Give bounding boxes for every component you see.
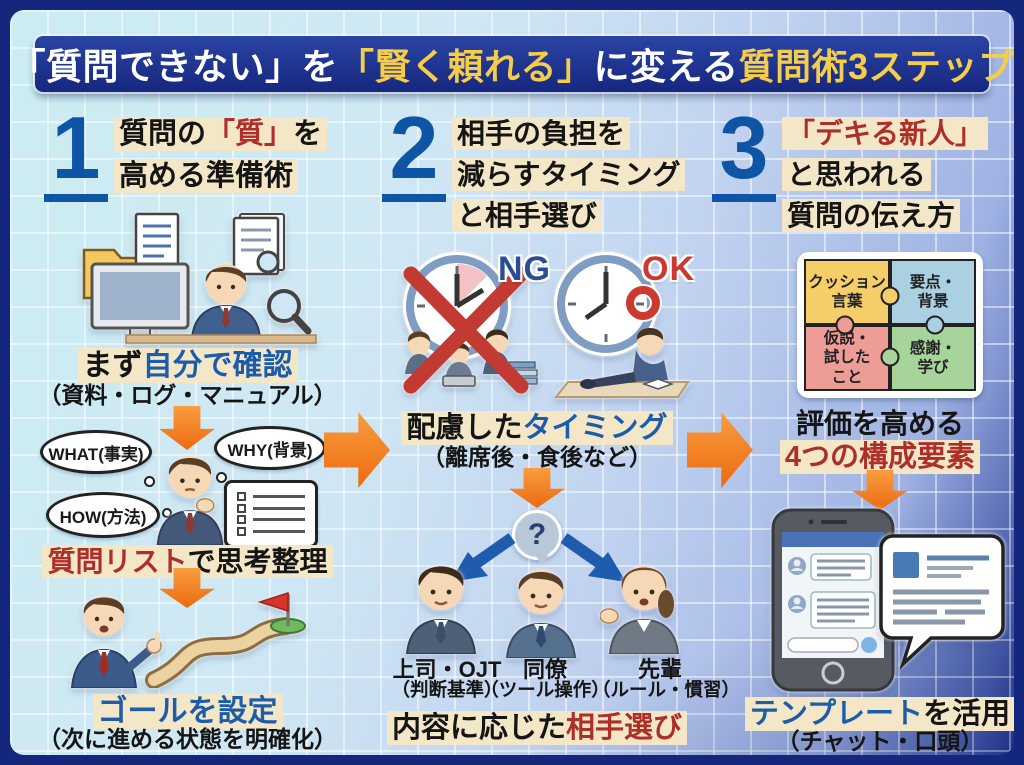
ng-label: NG bbox=[498, 250, 551, 288]
step3-heading-line2: と思われる bbox=[782, 157, 931, 191]
puzzle-knob bbox=[835, 315, 855, 335]
flag-icon bbox=[257, 591, 306, 634]
step1-heading-suf: を bbox=[293, 118, 323, 150]
chat-row bbox=[788, 553, 872, 581]
grid-background: 「質問できない」を「賢く頼れる」に変える質問術3ステップ 1 質問の「質」を 高… bbox=[10, 10, 1014, 755]
title-part-3: に変える bbox=[593, 46, 739, 87]
step3-heading-line3: 質問の伝え方 bbox=[782, 198, 961, 232]
step3-number: 3 bbox=[712, 104, 776, 202]
template-black: を活用 bbox=[923, 698, 1011, 730]
timing-black: 配慮した bbox=[406, 412, 523, 444]
goal-blue: ゴールを設定 bbox=[92, 694, 283, 729]
senior-sub: （ルール・慣習） bbox=[592, 679, 741, 700]
document-icon bbox=[134, 212, 180, 270]
thought-dot bbox=[144, 476, 155, 487]
puzzle-piece-hypothesis: 仮説・ 試した こと bbox=[804, 325, 890, 391]
pointing-man-figure bbox=[70, 596, 162, 688]
boss-name: 上司・OJT bbox=[392, 657, 502, 682]
thinking-man-illustration bbox=[156, 456, 224, 547]
red-circle-icon bbox=[626, 286, 660, 320]
what-bubble: WHAT(事実) bbox=[40, 430, 152, 474]
step3-eval-line1: 評価を高める bbox=[795, 408, 964, 439]
step1-confirm-caption: まず自分で確認 bbox=[30, 340, 345, 384]
right-arrow-icon bbox=[324, 412, 390, 488]
step1-heading: 質問の「質」を 高める準備術 bbox=[114, 116, 328, 200]
question-bubble: ? bbox=[512, 510, 562, 565]
why-bubble: WHY(背景) bbox=[214, 426, 326, 470]
step1-confirm-sub: （資料・ログ・マニュアル） bbox=[38, 382, 337, 408]
puzzle-knob bbox=[880, 286, 900, 306]
eval-red: 4つの構成要素 bbox=[779, 440, 981, 474]
step1-number: 1 bbox=[44, 104, 108, 202]
desk bbox=[125, 334, 317, 344]
puzzle-knob bbox=[925, 315, 945, 335]
down-arrow-icon bbox=[852, 470, 908, 510]
step2-heading-line1: 相手の負担を bbox=[452, 117, 631, 150]
thought-dot bbox=[162, 508, 172, 518]
step1-heading-pre: 質問の bbox=[119, 118, 207, 150]
step3-eval-line2: 4つの構成要素 bbox=[730, 433, 1014, 475]
step2-timing-sub: （離席後・食後など） bbox=[422, 444, 652, 470]
magnifier-icon bbox=[267, 289, 312, 335]
title-banner: 「質問できない」を「賢く頼れる」に変える質問術3ステップ bbox=[10, 36, 1014, 92]
step2-timing-caption: 配慮したタイミング bbox=[387, 404, 687, 446]
confirm-black: まず bbox=[82, 349, 143, 382]
man-at-computer-illustration bbox=[82, 212, 317, 344]
boss-figure bbox=[405, 566, 477, 654]
chat-row bbox=[788, 591, 876, 629]
how-bubble: HOW(方法) bbox=[46, 492, 160, 538]
step1-heading-red: 「質」 bbox=[206, 118, 294, 150]
step1-heading-line2: 高める準備術 bbox=[114, 159, 299, 194]
puzzle-knob bbox=[880, 347, 900, 367]
title-part-2: 「賢く頼れる」 bbox=[338, 46, 594, 87]
colleague-sub: （ツール操作） bbox=[480, 679, 610, 700]
puzzle-piece-thanks: 感謝・ 学び bbox=[890, 325, 976, 391]
timing-blue: タイミング bbox=[522, 412, 668, 444]
colleague-name: 同僚 bbox=[522, 657, 567, 682]
template-blue: テンプレート bbox=[749, 698, 924, 730]
step1-goal-caption: ゴールを設定 bbox=[30, 686, 345, 730]
list-black: で思考整理 bbox=[187, 546, 328, 577]
relaxed-person-figure bbox=[553, 328, 690, 398]
template-bubble-illustration bbox=[879, 534, 1005, 670]
split-arrows-icon bbox=[450, 533, 626, 582]
checklist-bubble bbox=[224, 480, 318, 548]
thought-dot bbox=[216, 472, 227, 483]
ng-clock-illustration bbox=[403, 252, 538, 394]
confirm-blue: 自分で確認 bbox=[142, 349, 293, 382]
step3-template-caption: テンプレートを活用 bbox=[730, 690, 1014, 732]
worker-figure bbox=[190, 264, 262, 339]
down-arrow-icon bbox=[509, 468, 565, 508]
red-x-icon bbox=[403, 266, 529, 394]
papers-magnifier-icon bbox=[232, 213, 285, 276]
title-part-4: 質問術3ステップ bbox=[738, 46, 1014, 87]
step3-heading: 「デキる新人」 と思われる 質問の伝え方 bbox=[782, 116, 989, 238]
puzzle-illustration: クッション 言葉 要点・ 背景 仮説・ 試した こと 感謝・ 学び bbox=[797, 252, 983, 398]
goal-illustration bbox=[70, 591, 306, 688]
choose-black: 内容に応じた bbox=[392, 712, 567, 744]
step3-heading-red: 「デキる新人」 bbox=[782, 117, 989, 150]
boss-sub: （判断基準） bbox=[391, 679, 503, 700]
step2-heading: 相手の負担を 減らすタイミング と相手選び bbox=[452, 116, 686, 238]
choose-red: 相手選び bbox=[566, 712, 683, 744]
step2-choose-caption: 内容に応じた相手選び bbox=[387, 704, 688, 746]
step1-goal-sub: （次に進める状態を明確化） bbox=[38, 726, 337, 752]
colleague-figure bbox=[505, 570, 577, 658]
path-icon bbox=[145, 617, 295, 688]
puzzle-piece-points: 要点・ 背景 bbox=[890, 259, 976, 325]
list-red: 質問リスト bbox=[47, 546, 188, 577]
step3-template-sub: （チャット・口頭） bbox=[776, 728, 984, 754]
monitor-icon bbox=[90, 262, 190, 337]
ok-label: OK bbox=[642, 250, 695, 288]
step2-heading-line3: と相手選び bbox=[452, 198, 603, 232]
phone-chat-illustration bbox=[771, 508, 895, 692]
step2-number: 2 bbox=[382, 104, 446, 202]
senior-name: 先輩 bbox=[637, 657, 682, 682]
step2-heading-line2: 減らすタイミング bbox=[452, 157, 686, 191]
title-part-1: 「質問できない」を bbox=[10, 46, 339, 87]
senior-figure bbox=[600, 566, 680, 654]
